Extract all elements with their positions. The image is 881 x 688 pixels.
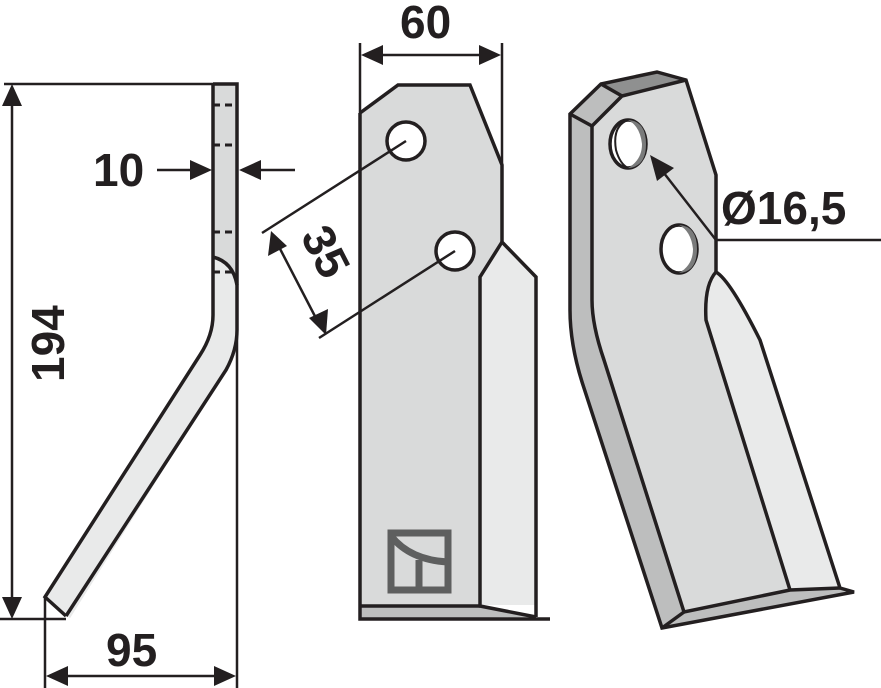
- extension-line: [318, 249, 456, 340]
- perspective-top-bevel: [570, 84, 622, 126]
- perspective-hole-lower: [659, 223, 699, 275]
- arrow-right-icon: [214, 666, 236, 686]
- dim-hole-diameter-label: Ø16,5: [721, 182, 846, 234]
- dim-width-label: 60: [400, 0, 451, 48]
- perspective-face-edge: [590, 126, 841, 615]
- dim-height-label: 194: [22, 305, 74, 382]
- extension-line: [261, 139, 407, 235]
- side-blade-upper: [47, 84, 237, 618]
- front-cutting-edge: [480, 242, 536, 605]
- arrow-up-icon: [268, 231, 287, 256]
- front-view: 60 35: [261, 0, 550, 621]
- perspective-outline: [568, 70, 855, 631]
- perspective-cutting-edge: [705, 272, 840, 590]
- perspective-view: Ø16,5: [568, 70, 881, 631]
- perspective-main-face: [592, 80, 790, 612]
- perspective-edge: [660, 610, 686, 630]
- arrow-left-icon: [361, 45, 383, 65]
- arrow-right-icon: [479, 45, 501, 65]
- arrow-down-icon: [2, 597, 22, 619]
- front-edge-bevel-line: [478, 241, 537, 619]
- leader-line: [659, 167, 717, 241]
- arrow-left-icon: [239, 160, 261, 180]
- arrow-up-icon: [2, 84, 22, 106]
- perspective-top-face: [601, 72, 686, 96]
- dimension-line-35: [275, 242, 321, 325]
- dim-thickness-label: 10: [93, 144, 144, 196]
- arrow-down-icon: [309, 309, 328, 335]
- perspective-top-edge: [569, 78, 687, 129]
- arrow-icon: [650, 155, 674, 181]
- perspective-edge: [600, 82, 623, 98]
- side-bend-line: [212, 255, 239, 286]
- perspective-bevel-edge: [703, 270, 792, 591]
- side-blade-lower: [47, 255, 237, 618]
- manufacturer-logo-icon: [387, 529, 452, 594]
- perspective-hole-upper: [608, 118, 648, 170]
- side-view: 194 10 95: [0, 82, 295, 688]
- arrow-left-icon: [46, 666, 68, 686]
- arrow-right-icon: [190, 160, 212, 180]
- dim-hole-spacing-label: 35: [291, 217, 361, 286]
- front-blade-face: [360, 85, 502, 605]
- dim-offset-label: 95: [106, 624, 157, 676]
